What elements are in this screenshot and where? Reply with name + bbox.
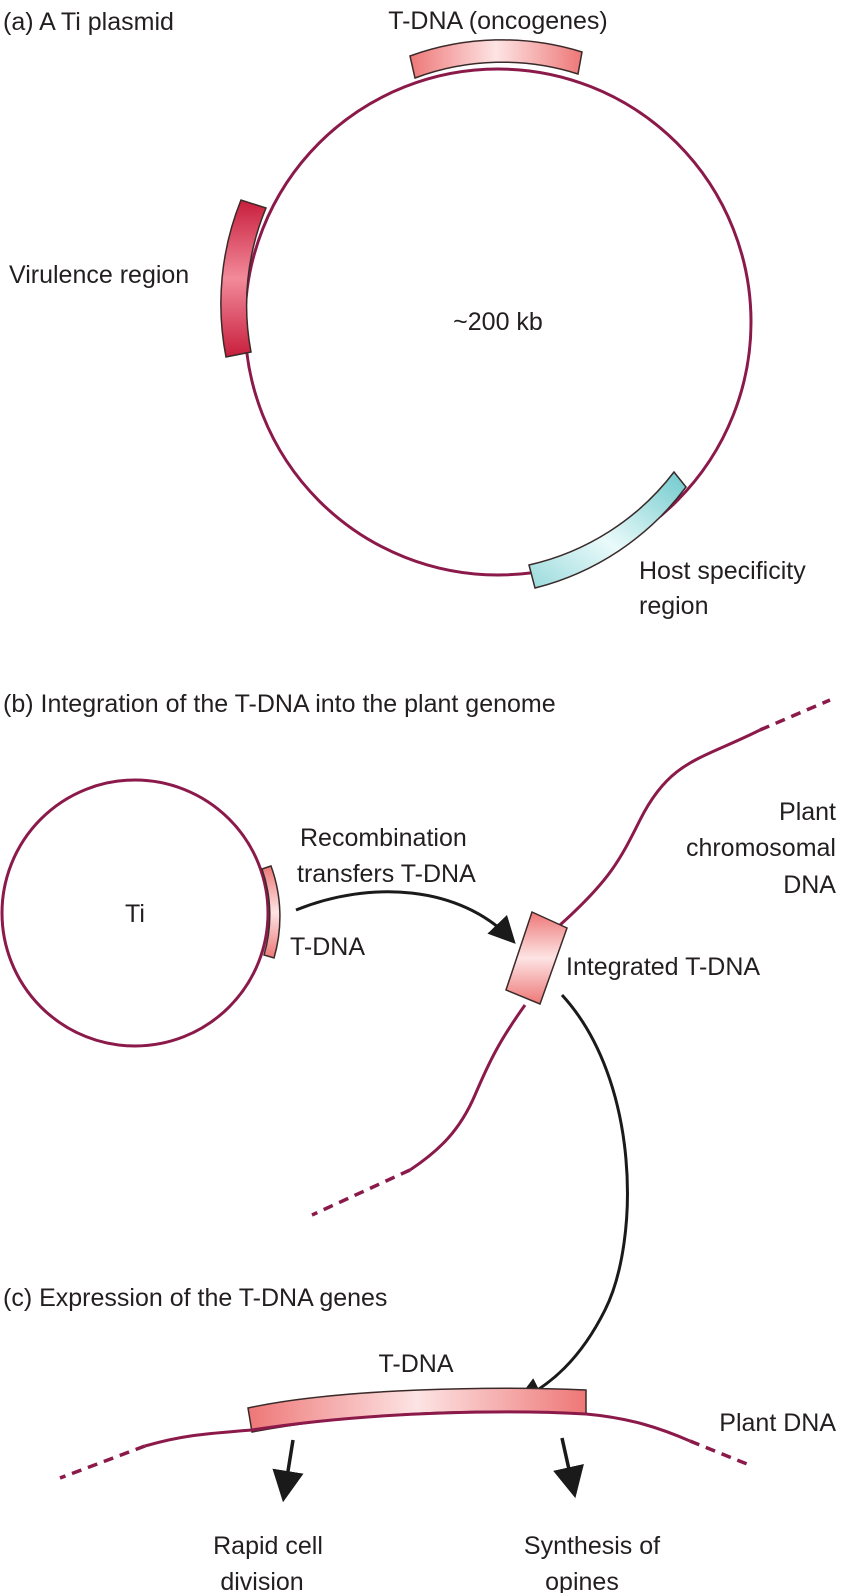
integrated-tdna-label: Integrated T-DNA: [566, 953, 760, 981]
panel-a-title: (a) A Ti plasmid: [3, 8, 174, 36]
plant-dna-right-dashed: [689, 1439, 753, 1468]
plasmid-size-label: ~200 kb: [453, 308, 543, 336]
tdna-oncogenes-segment: [409, 39, 583, 80]
host-specificity-segment: [528, 470, 687, 589]
rapid-division-label-2: division: [220, 1568, 303, 1593]
plant-chromosome-lower-dashed: [311, 1168, 411, 1217]
chromosomal-dna-label-3: DNA: [783, 871, 836, 899]
recombination-label-2: transfers T-DNA: [297, 860, 476, 888]
virulence-region-label: Virulence region: [9, 261, 189, 289]
panel-b-title: (b) Integration of the T-DNA into the pl…: [3, 690, 556, 718]
expression-arrow: [515, 993, 629, 1403]
plant-dna-strand: [144, 1410, 691, 1448]
chromosomal-dna-label-1: Plant: [779, 798, 836, 826]
expression-tdna-segment: [247, 1387, 587, 1433]
host-specificity-label-2: region: [639, 592, 709, 620]
recombination-label-1: Recombination: [300, 824, 467, 852]
ti-plasmid-small-circle: [0, 778, 270, 1048]
tdna-oncogenes-label: T-DNA (oncogenes): [388, 7, 608, 35]
rapid-division-label-1: Rapid cell: [213, 1532, 323, 1560]
recombination-arrow: [295, 890, 516, 944]
plant-chromosome-upper-dashed: [759, 698, 831, 732]
plant-dna-label: Plant DNA: [719, 1409, 836, 1437]
synthesis-label-2: opines: [545, 1568, 619, 1593]
synthesis-label-1: Synthesis of: [524, 1532, 660, 1560]
synthesis-arrow: [553, 1437, 584, 1499]
plasmid-tdna-label: T-DNA: [290, 933, 365, 961]
plasmid-tdna-segment: [261, 865, 281, 959]
plant-chromosome-lower: [409, 1004, 527, 1172]
integrated-tdna-segment: [505, 910, 568, 1005]
expression-tdna-label: T-DNA: [379, 1350, 454, 1378]
virulence-region-segment: [220, 199, 268, 358]
plant-chromosome-upper: [558, 728, 761, 927]
plant-dna-left-dashed: [59, 1444, 146, 1480]
panel-c-title: (c) Expression of the T-DNA genes: [3, 1284, 387, 1312]
host-specificity-label-1: Host specificity: [639, 557, 806, 585]
rapid-division-arrow: [272, 1439, 304, 1503]
chromosomal-dna-label-2: chromosomal: [686, 834, 836, 862]
ti-plasmid-label: Ti: [125, 900, 145, 928]
